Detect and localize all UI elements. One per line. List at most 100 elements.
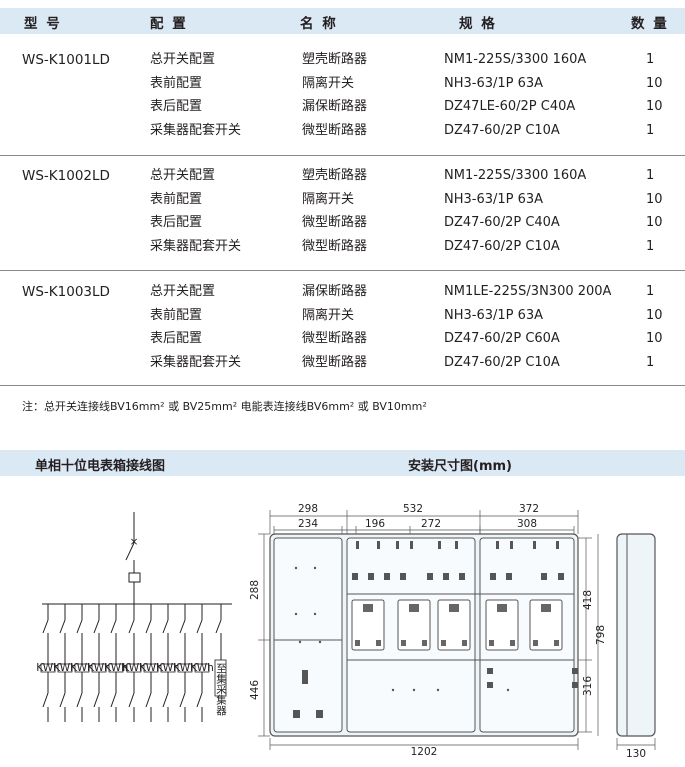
isolator-blade: [179, 619, 186, 634]
breaker-blade: [128, 692, 135, 708]
meter-label: KWh: [70, 662, 94, 674]
row-spec: NH3-63/1P 63A: [444, 191, 544, 207]
main-switch-blade: [125, 542, 135, 561]
row-spec: DZ47-60/2P C10A: [444, 122, 560, 138]
breaker-blade: [145, 692, 152, 708]
isolator-blade: [196, 619, 203, 634]
row-name: 塑壳断路器: [302, 168, 368, 183]
dim-top-inner: 234: [298, 518, 318, 530]
row-qty: 10: [646, 75, 663, 91]
din-slot: [356, 541, 359, 549]
group-separator: [0, 270, 685, 271]
row-config: 采集器配套开关: [150, 354, 242, 370]
row-spec: DZ47-60/2P C10A: [444, 238, 560, 254]
meter-window: [529, 599, 563, 651]
row-config: 表后配置: [150, 215, 203, 230]
group-separator: [0, 385, 685, 386]
meter-terminal: [355, 640, 360, 646]
meter-display: [449, 604, 459, 612]
row-name: 微型断路器: [302, 215, 368, 230]
breaker-blade: [42, 692, 49, 708]
meter-label: KWh: [104, 662, 128, 674]
row-spec: DZ47-60/2P C60A: [444, 331, 560, 346]
row-name: 隔离开关: [302, 191, 355, 207]
collector-switch: [215, 619, 222, 634]
meter-window: [351, 599, 385, 651]
front-view-drawing: [269, 533, 579, 737]
row-spec: NM1-225S/3300 160A: [444, 168, 587, 183]
dimension-diagram-title: 安装尺寸图(mm): [408, 459, 512, 474]
meter-window: [485, 599, 519, 651]
dim-top-outer: 532: [403, 503, 423, 515]
breaker-blade: [59, 692, 66, 708]
meter-label: KWh: [87, 662, 111, 674]
row-qty: 10: [646, 191, 663, 207]
row-qty: 1: [646, 52, 655, 67]
din-slot: [533, 541, 536, 549]
breaker-marker: [427, 573, 433, 580]
breaker-marker: [506, 573, 512, 580]
dim-left: 288: [249, 580, 261, 600]
row-qty: 1: [646, 354, 655, 370]
meter-label: KWh: [122, 662, 146, 674]
dim-top-inner: 272: [421, 518, 441, 530]
meter-display: [363, 604, 373, 612]
side-enclosure: [616, 533, 656, 737]
breaker-blade: [196, 692, 203, 708]
meter-label: KWh: [53, 662, 77, 674]
mount-hole: [572, 682, 578, 688]
dim-left: 446: [249, 680, 261, 700]
row-spec: NH3-63/1P 63A: [444, 75, 544, 91]
mount-dot: [436, 688, 440, 692]
row-qty: 1: [646, 238, 655, 254]
collector-label: 至集采集器: [215, 663, 227, 716]
right-column: [479, 537, 575, 733]
meter-terminal: [489, 640, 494, 646]
row-name: 隔离开关: [302, 75, 355, 91]
section-header-bar: 单相十位电表箱接线图 安装尺寸图(mm): [0, 450, 685, 476]
breaker-blade: [93, 692, 100, 708]
isolator-blade: [145, 619, 152, 634]
meter-terminal: [510, 640, 515, 646]
row-name: 微型断路器: [302, 238, 368, 254]
side-view-drawing: 130: [616, 533, 656, 760]
row-qty: 10: [646, 99, 663, 114]
mount-dot: [294, 566, 298, 570]
dim-height-total: 798: [595, 625, 607, 645]
din-slot: [396, 541, 399, 549]
row-config: 表前配置: [150, 75, 203, 91]
header-spec: 规 格: [459, 16, 497, 32]
breaker-marker: [384, 573, 390, 580]
row-config: 采集器配套开关: [150, 122, 242, 138]
dim-width-total: 1202: [411, 746, 438, 758]
row-name: 塑壳断路器: [302, 52, 368, 67]
row-config: 表后配置: [150, 331, 203, 346]
breaker-marker: [352, 573, 358, 580]
meter-display: [497, 604, 507, 612]
row-qty: 1: [646, 122, 655, 138]
row-config: 采集器配套开关: [150, 238, 242, 254]
meter-label: KWh: [190, 662, 214, 674]
meter-terminal: [533, 640, 538, 646]
isolator-blade: [93, 619, 100, 634]
row-qty: 10: [646, 307, 663, 323]
row-name: 微型断路器: [302, 331, 368, 346]
mount-hole: [487, 682, 493, 688]
terminal-block: [293, 710, 300, 718]
header-model: 型 号: [24, 16, 62, 32]
meter-label: KWh: [156, 662, 180, 674]
row-spec: DZ47LE-60/2P C40A: [444, 99, 576, 114]
row-spec: NM1LE-225S/3N300 200A: [444, 284, 612, 299]
din-slot: [377, 541, 380, 549]
row-name: 微型断路器: [302, 122, 368, 138]
row-config: 表后配置: [150, 99, 203, 114]
mount-dot: [298, 640, 302, 644]
wiring-note: 注：总开关连接线BV16mm² 或 BV25mm² 电能表连接线BV6mm² 或…: [22, 400, 427, 413]
meter-label: KWh: [139, 662, 163, 674]
isolator-blade: [128, 619, 135, 634]
dim-right: 418: [582, 590, 594, 610]
breaker-blade: [179, 692, 186, 708]
switch-mark: ×: [130, 536, 139, 548]
